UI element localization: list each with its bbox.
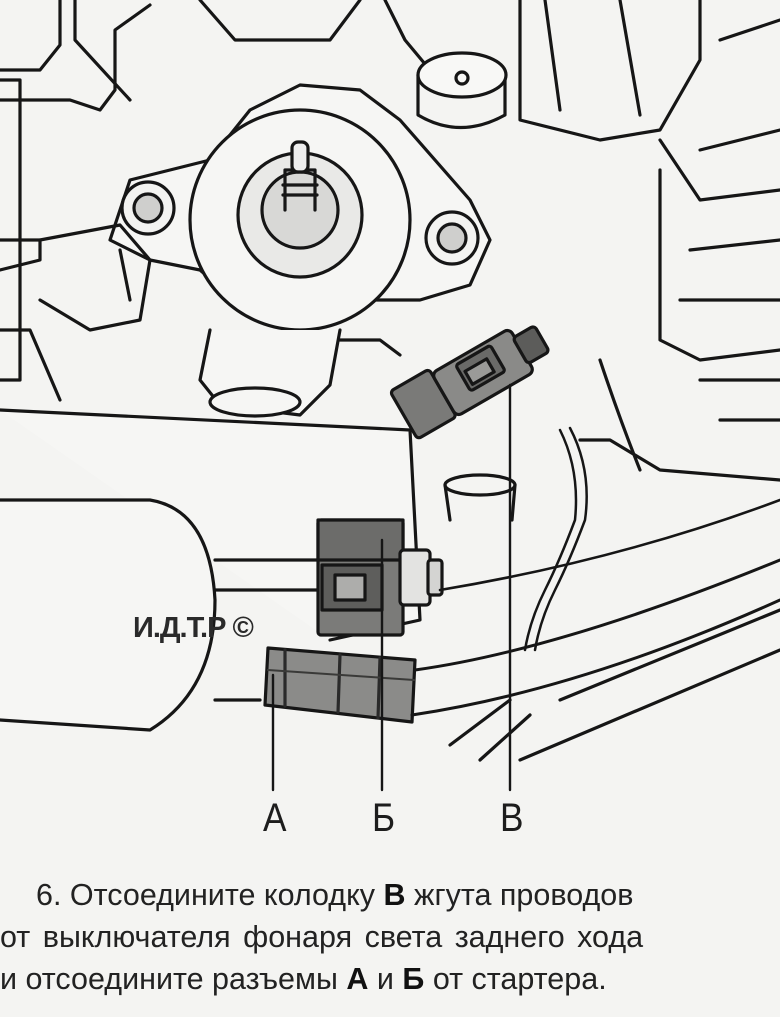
engine-illustration: [0, 0, 780, 792]
step-number: 6.: [36, 878, 62, 912]
mark-a: А: [346, 962, 369, 996]
instruction-caption: 6. Отсоедините колодку В жгута проводов …: [0, 874, 780, 1000]
mark-b: Б: [402, 962, 425, 996]
callout-label-v: В: [500, 796, 524, 840]
caption-line-2: от выключателя фонаря света заднего хода: [0, 920, 644, 954]
caption-line-1: 6. Отсоедините колодку В жгута проводов: [36, 878, 634, 912]
engine-line-drawing: [0, 0, 780, 792]
mark-v: В: [383, 878, 406, 912]
publisher-watermark: И.Д.Т.Р ©: [133, 612, 254, 644]
caption-line-3: и отсоедините разъемы А и Б от стартера.: [0, 962, 607, 996]
callout-label-a: А: [263, 796, 287, 840]
callout-label-b: Б: [372, 796, 396, 840]
